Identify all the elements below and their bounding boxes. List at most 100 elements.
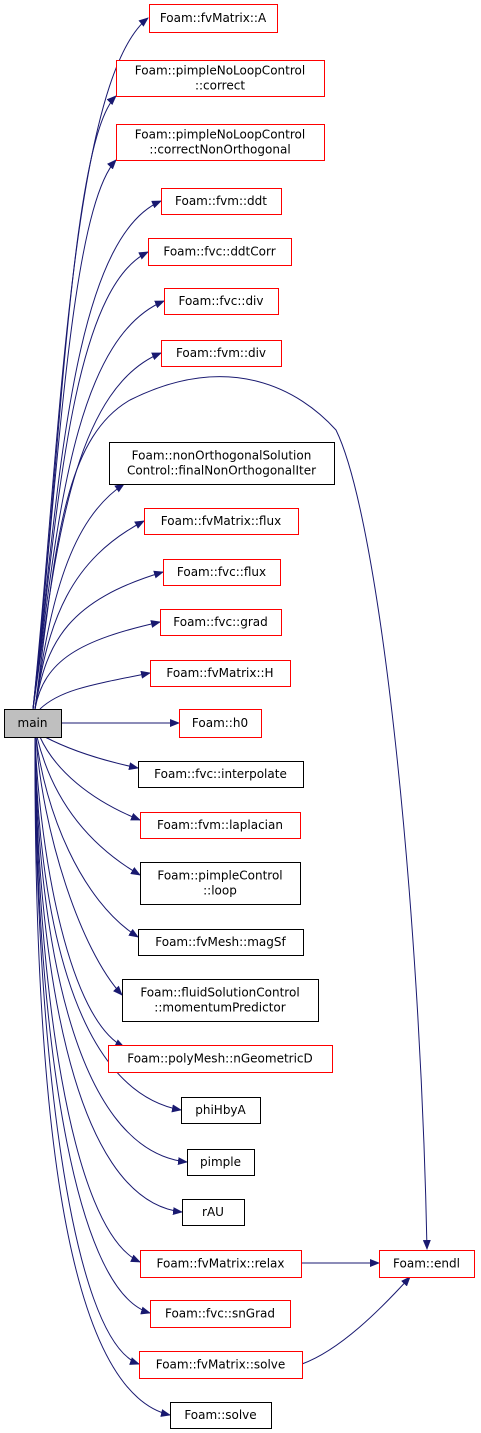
node-fvm-div[interactable]: Foam::fvm::div xyxy=(161,340,282,367)
node-label: Foam::fvc::flux xyxy=(177,565,266,579)
edge-main-to-phihbya xyxy=(34,736,182,1113)
edge-main-to-pimplecontrol-loop xyxy=(36,736,141,876)
edge-main-to-fvc-sngrad xyxy=(34,736,151,1315)
node-box xyxy=(140,862,301,905)
node-label: pimple xyxy=(200,1155,241,1169)
edge-main-to-fvm-laplacian xyxy=(39,736,141,821)
node-label: Foam::endl xyxy=(393,1257,460,1271)
node-box xyxy=(179,709,262,738)
node-nonorth-finaliter[interactable]: Foam::nonOrthogonalSolutionControl::fina… xyxy=(109,442,335,485)
node-rau[interactable]: rAU xyxy=(182,1199,245,1226)
node-box xyxy=(148,238,292,266)
node-box xyxy=(149,4,278,33)
node-fvmatrix-relax[interactable]: Foam::fvMatrix::relax xyxy=(140,1250,302,1278)
edge-main-to-fvmatrix-flux xyxy=(34,520,145,710)
edge-main-to-fvmatrix-h xyxy=(39,670,151,710)
edge-main-to-fvc-flux xyxy=(34,570,164,710)
node-box xyxy=(150,660,291,687)
node-label: Foam::fvc::grad xyxy=(173,615,267,629)
node-pimplenoloop-correctnonorth[interactable]: Foam::pimpleNoLoopControl::correctNonOrt… xyxy=(116,124,325,161)
edge-main-to-fvc-interpolate xyxy=(44,736,139,771)
node-fvc-flux[interactable]: Foam::fvc::flux xyxy=(163,559,281,586)
node-fvm-laplacian[interactable]: Foam::fvm::laplacian xyxy=(140,812,301,839)
node-label: Foam::fvm::laplacian xyxy=(157,818,283,832)
node-box xyxy=(170,1402,272,1429)
edge-fvmatrix-solve-to-foam-endl xyxy=(301,1276,411,1365)
node-label: Foam::fvMatrix::H xyxy=(166,666,273,680)
node-label: main xyxy=(18,716,48,730)
node-phihbya[interactable]: phiHbyA xyxy=(181,1097,261,1124)
node-label: Foam::fvMatrix::relax xyxy=(157,1257,285,1271)
node-label: Foam::polyMesh::nGeometricD xyxy=(127,1052,313,1066)
edge-main-to-pimple xyxy=(34,736,188,1166)
edge-main-to-fvm-div xyxy=(32,352,162,710)
node-box xyxy=(140,812,301,839)
node-fvmatrix-a[interactable]: Foam::fvMatrix::A xyxy=(149,4,278,33)
edge-main-to-foam-solve xyxy=(34,736,171,1417)
node-label: phiHbyA xyxy=(195,1103,246,1117)
node-box xyxy=(140,1250,302,1278)
node-label: ::correct xyxy=(195,79,245,93)
node-fluid-momentum[interactable]: Foam::fluidSolutionControl::momentumPred… xyxy=(122,979,319,1022)
node-label: Foam::fvMatrix::flux xyxy=(161,514,281,528)
node-box xyxy=(164,288,279,315)
node-label: Foam::fvm::div xyxy=(176,346,266,360)
node-fvc-ddtcorr[interactable]: Foam::fvc::ddtCorr xyxy=(148,238,292,266)
node-foam-endl[interactable]: Foam::endl xyxy=(379,1250,475,1278)
node-label: Foam::fvc::ddtCorr xyxy=(163,245,275,259)
node-box xyxy=(181,1097,261,1124)
node-fvmatrix-h[interactable]: Foam::fvMatrix::H xyxy=(150,660,291,687)
node-label: Foam::pimpleNoLoopControl xyxy=(135,64,305,78)
node-label: ::loop xyxy=(203,884,237,898)
node-fvc-interpolate[interactable]: Foam::fvc::interpolate xyxy=(138,761,304,788)
node-label: Foam::fvMatrix::A xyxy=(160,11,267,25)
node-label: Foam::pimpleNoLoopControl xyxy=(135,128,305,142)
node-pimplecontrol-loop[interactable]: Foam::pimpleControl::loop xyxy=(140,862,301,905)
node-label: Foam::fvc::snGrad xyxy=(165,1307,275,1321)
node-fvc-div[interactable]: Foam::fvc::div xyxy=(164,288,279,315)
node-box xyxy=(116,60,325,97)
node-pimple[interactable]: pimple xyxy=(187,1149,255,1176)
node-box xyxy=(144,508,299,535)
node-label: Foam::fvm::ddt xyxy=(175,194,267,208)
node-label: Foam::fluidSolutionControl xyxy=(140,986,299,1000)
edge-main-to-pimplenoloop-correctnonorth xyxy=(32,159,117,710)
node-box xyxy=(161,340,282,367)
node-label: Foam::pimpleControl xyxy=(157,869,282,883)
node-pimplenoloop-correct[interactable]: Foam::pimpleNoLoopControl::correct xyxy=(116,60,325,97)
node-label: ::correctNonOrthogonal xyxy=(149,143,290,157)
node-label: Foam::fvMesh::magSf xyxy=(155,935,286,949)
node-fvc-grad[interactable]: Foam::fvc::grad xyxy=(160,609,282,636)
node-box xyxy=(182,1199,245,1226)
node-polymesh-ngeometricd[interactable]: Foam::polyMesh::nGeometricD xyxy=(108,1045,333,1073)
node-box xyxy=(161,188,282,215)
edge-main-to-fvmesh-magsf xyxy=(35,736,139,938)
node-box xyxy=(163,559,281,586)
node-label: Foam::fvc::interpolate xyxy=(154,767,287,781)
edge-main-to-fvc-ddtcorr xyxy=(32,251,149,710)
node-label: rAU xyxy=(202,1205,224,1219)
node-foam-solve[interactable]: Foam::solve xyxy=(170,1402,272,1429)
node-fvmatrix-solve[interactable]: Foam::fvMatrix::solve xyxy=(139,1351,303,1379)
node-fvmatrix-flux[interactable]: Foam::fvMatrix::flux xyxy=(144,508,299,535)
node-label: Foam::fvc::div xyxy=(178,294,263,308)
node-fvmesh-magsf[interactable]: Foam::fvMesh::magSf xyxy=(138,929,304,956)
edge-main-to-fluid-momentum xyxy=(35,736,123,996)
edge-main-to-fvc-grad xyxy=(34,620,161,710)
node-box xyxy=(108,1045,333,1073)
node-box xyxy=(116,124,325,161)
node-fvm-ddt[interactable]: Foam::fvm::ddt xyxy=(161,188,282,215)
node-label: Control::finalNonOrthogonalIter xyxy=(127,464,316,478)
node-label: Foam::nonOrthogonalSolution xyxy=(132,449,312,463)
node-foam-h0[interactable]: Foam::h0 xyxy=(179,709,262,738)
edge-main-to-fvmatrix-solve xyxy=(34,736,140,1365)
node-fvc-sngrad[interactable]: Foam::fvc::snGrad xyxy=(150,1300,291,1328)
edge-main-to-foam-endl xyxy=(34,376,431,1250)
node-box xyxy=(4,709,62,738)
node-box xyxy=(150,1300,291,1328)
edge-main-to-rau xyxy=(34,736,183,1215)
node-main[interactable]: main xyxy=(4,709,62,738)
node-layer: main Foam::fvMatrix::AFoam::pimpleNoLoopC… xyxy=(4,4,475,1429)
node-box xyxy=(138,761,304,788)
